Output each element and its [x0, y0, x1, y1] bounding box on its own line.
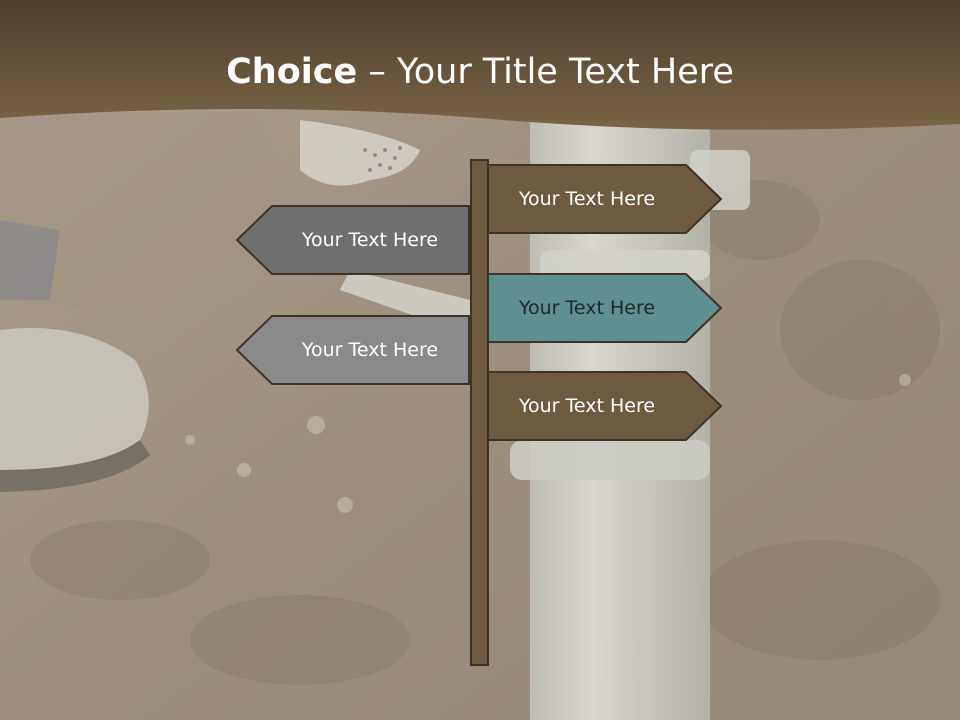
- sign-arrow-right-1[interactable]: [487, 164, 723, 234]
- sign-label-right-1: Your Text Here: [518, 188, 656, 210]
- sign-arrow-left-2[interactable]: [235, 315, 470, 385]
- sign-label-left-2: Your Text Here: [301, 339, 439, 361]
- sign-arrow-left-1[interactable]: [235, 205, 470, 275]
- signpost-pole: [470, 159, 489, 666]
- title-rest: – Your Title Text Here: [357, 52, 734, 92]
- sign-arrow-right-3[interactable]: [487, 371, 723, 441]
- sign-label-right-2: Your Text Here: [518, 297, 656, 319]
- sign-label-left-1: Your Text Here: [301, 229, 439, 251]
- title-bold: Choice: [226, 52, 358, 92]
- slide-title: Choice – Your Title Text Here: [0, 52, 960, 92]
- sign-arrow-right-2[interactable]: [487, 273, 723, 343]
- sign-label-right-3: Your Text Here: [518, 395, 656, 417]
